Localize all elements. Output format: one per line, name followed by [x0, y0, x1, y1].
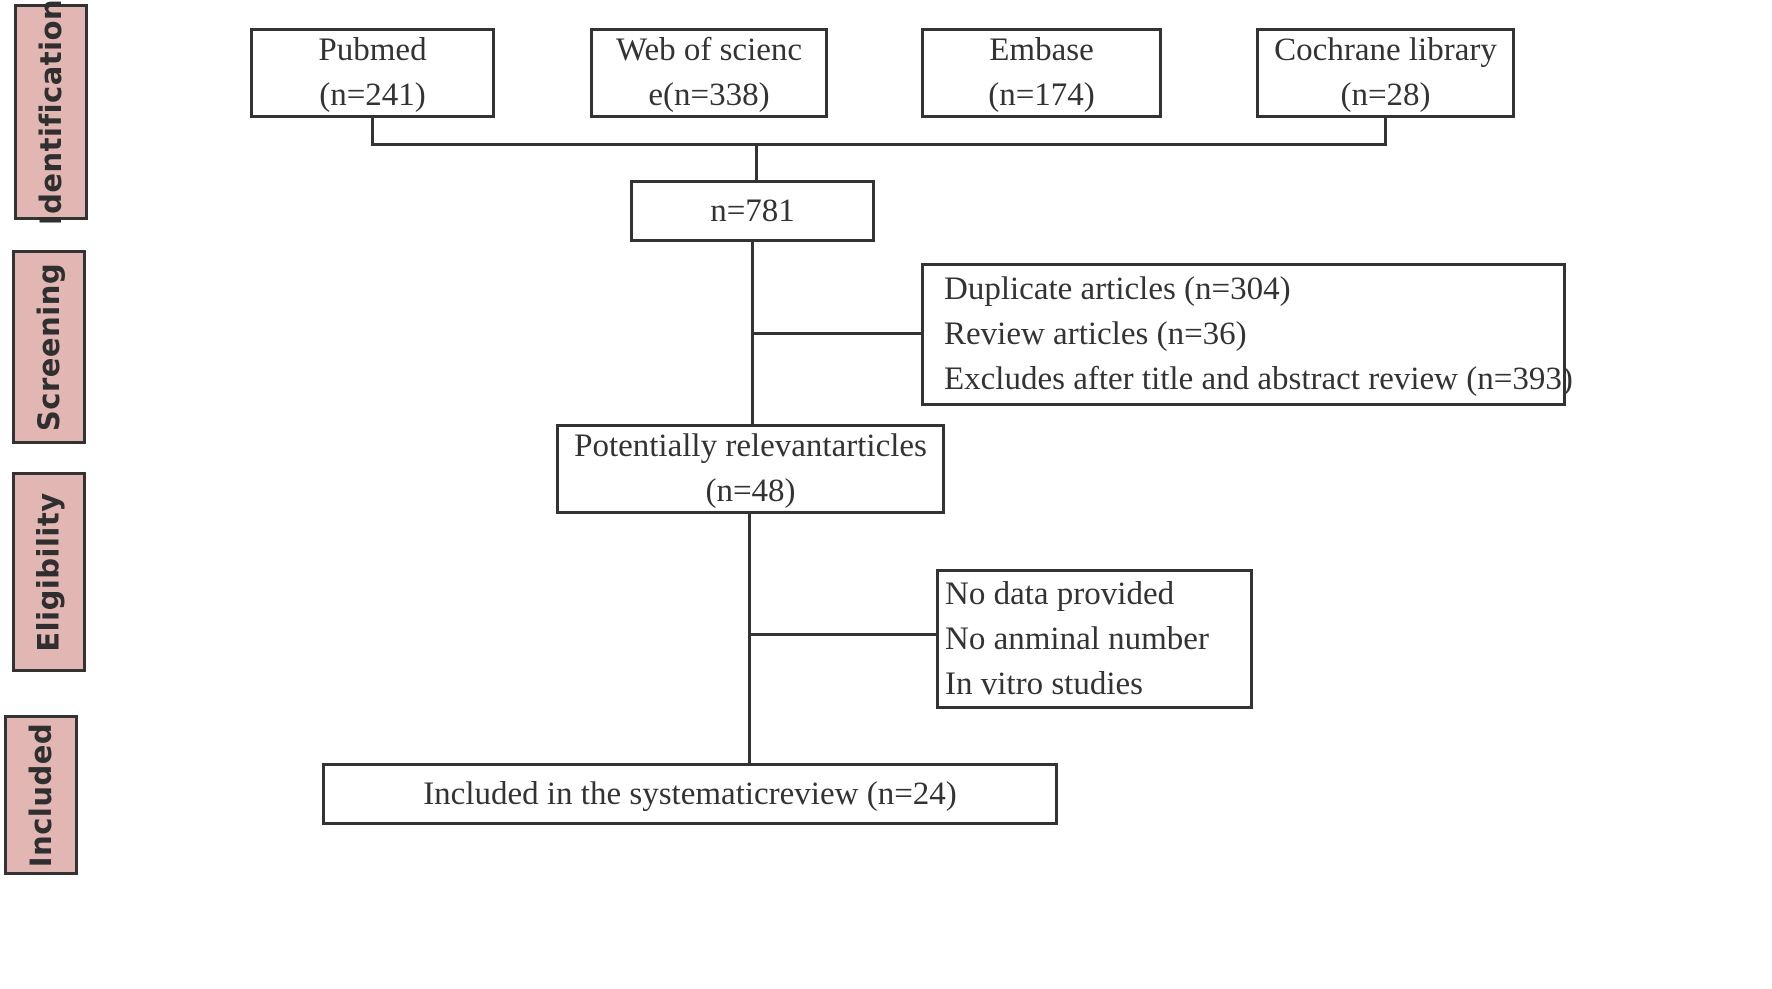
connector	[748, 512, 751, 766]
potentially-relevant-box: Potentially relevantarticles (n=48)	[556, 424, 945, 514]
source-box-embase: Embase (n=174)	[921, 28, 1162, 118]
source-name: Cochrane library	[1274, 32, 1497, 68]
total-box: n=781	[630, 180, 875, 242]
source-name: Pubmed	[318, 32, 427, 68]
exclusion-item: Excludes after title and abstract review…	[944, 361, 1573, 397]
connector	[371, 143, 1387, 146]
connector	[748, 633, 938, 636]
exclusion-item: No anminal number	[945, 620, 1209, 657]
source-count: (n=28)	[1340, 77, 1431, 113]
source-box-cochrane: Cochrane library (n=28)	[1256, 28, 1515, 118]
connector	[755, 143, 758, 182]
source-box-pubmed: Pubmed (n=241)	[250, 28, 495, 118]
stage-included-label: Included	[24, 722, 58, 868]
stage-eligibility: Eligibility	[12, 472, 86, 672]
exclusion-item: Duplicate articles (n=304)	[944, 271, 1291, 307]
connector	[751, 332, 923, 335]
stage-eligibility-label: Eligibility	[32, 492, 66, 652]
source-count: (n=174)	[988, 77, 1095, 113]
included-label: Included in the systematicreview (n=24)	[423, 775, 957, 812]
potentially-relevant-count: (n=48)	[705, 473, 796, 509]
stage-included: Included	[4, 715, 78, 875]
source-name: Embase	[989, 32, 1094, 68]
screening-exclusions-box: Duplicate articles (n=304) Review articl…	[921, 263, 1573, 406]
stage-screening: Screening	[12, 250, 86, 444]
source-box-web-of-science: Web of scienc e(n=338)	[590, 28, 828, 118]
exclusion-item: Review articles (n=36)	[944, 316, 1247, 352]
source-count: e(n=338)	[648, 77, 770, 113]
exclusion-item: In vitro studies	[945, 665, 1143, 702]
source-name: Web of scienc	[615, 32, 803, 68]
exclusion-item: No data provided	[945, 575, 1175, 612]
total-count: n=781	[710, 192, 795, 229]
stage-identification: Identification	[14, 0, 88, 225]
potentially-relevant-label: Potentially relevantarticles	[574, 428, 927, 464]
connector	[1384, 117, 1387, 145]
stage-identification-label: Identification	[34, 0, 69, 226]
source-count: (n=241)	[319, 77, 426, 113]
eligibility-exclusions-box: No data provided No anminal number In vi…	[936, 569, 1253, 709]
included-box: Included in the systematicreview (n=24)	[322, 763, 1058, 825]
connector	[371, 117, 374, 145]
stage-screening-label: Screening	[32, 262, 66, 432]
